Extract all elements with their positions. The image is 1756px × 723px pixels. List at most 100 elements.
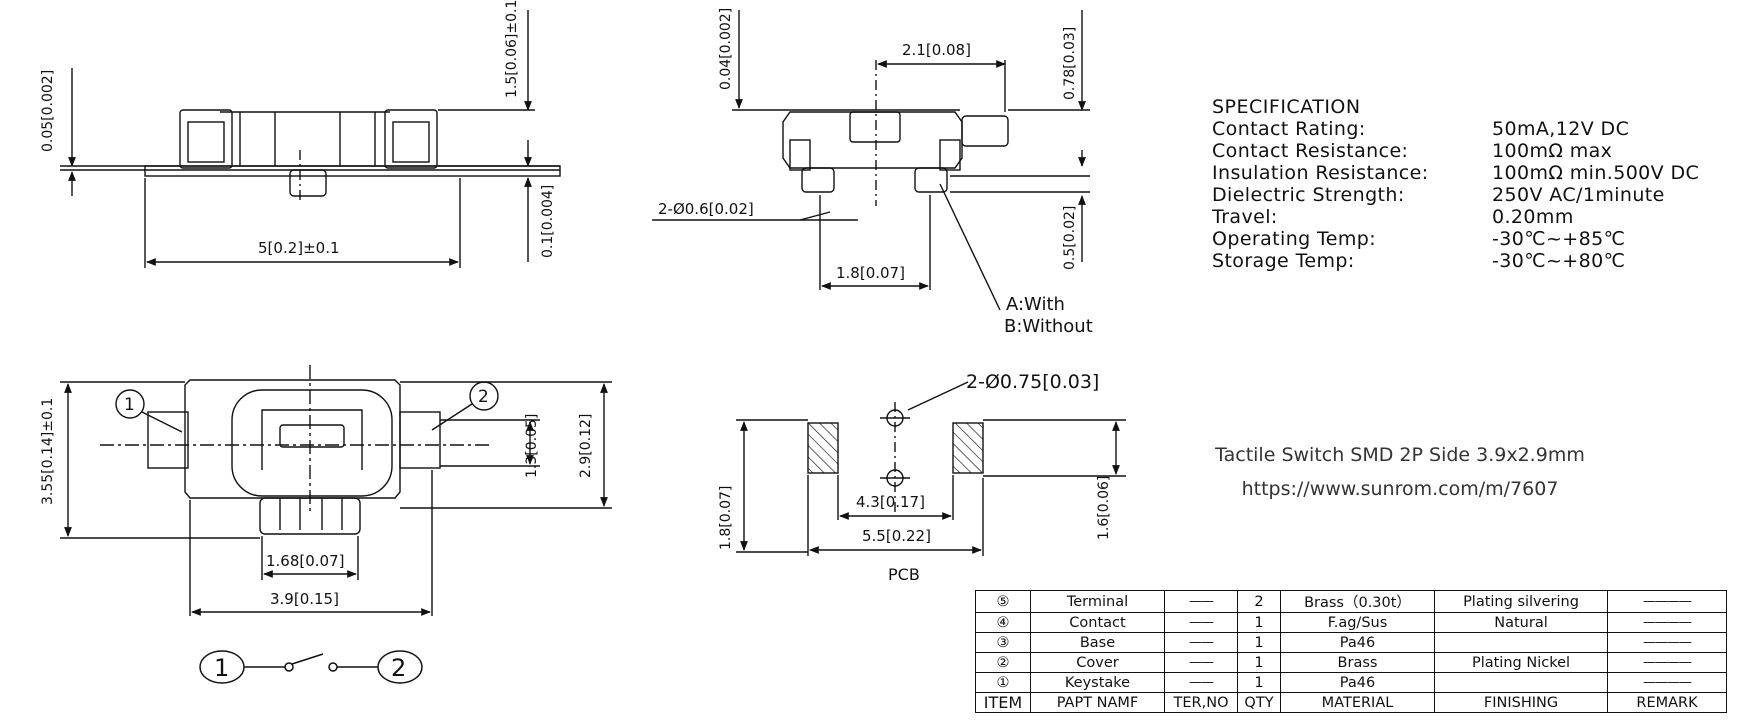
dim-top-h3: 2.9[0.12] [578,414,594,478]
bom-finishing: Natural [1434,612,1608,633]
bom-header-finishing: FINISHING [1434,692,1608,713]
spec-value: 100mΩ max [1492,140,1613,162]
dim-side-h1: 0.05[0.002] [40,70,56,152]
bom-ter: —— [1164,632,1238,653]
bom-remark: ———— [1607,652,1727,673]
bom-part: Base [1030,632,1165,653]
switch-pin-1: 1 [214,654,229,682]
bom-finishing [1434,672,1608,693]
bom-header-qty: QTY [1237,692,1281,713]
bom-ter: —— [1164,672,1238,693]
spec-row: Dielectric Strength: 250V AC/1minute [1212,184,1699,206]
spec-title: SPECIFICATION [1212,96,1361,118]
bom-ter: —— [1164,652,1238,673]
table-row: ⑤ Terminal —— 2 Brass（0.30t） Plating sil… [975,590,1727,613]
spec-label: Operating Temp: [1212,228,1377,250]
dim-side-h3: 0.1[0.004] [540,185,556,258]
bom-item: ③ [975,632,1031,653]
switch-symbol [199,650,423,684]
dim-top-w2: 3.9[0.15] [270,590,339,608]
bom-finishing [1434,632,1608,653]
bom-remark: ———— [1607,612,1727,633]
bom-header-material: MATERIAL [1280,692,1435,713]
marker-1: 1 [124,395,135,415]
table-row: ① Keystake —— 1 Pa46 ———— [975,672,1727,693]
bom-finishing: Plating Nickel [1434,652,1608,673]
dim-side-w: 5[0.2]±0.1 [258,239,340,257]
spec-label: Travel: [1212,206,1278,228]
spec-value: -30℃~+85℃ [1492,228,1626,250]
bom-qty: 1 [1237,612,1281,633]
bom-part: Keystake [1030,672,1165,693]
bom-header-ter: TER,NO [1164,692,1238,713]
product-url[interactable]: https://www.sunrom.com/m/7607 [1241,478,1559,500]
bom-table: ⑤ Terminal —— 2 Brass（0.30t） Plating sil… [975,590,1727,713]
bom-item: ④ [975,612,1031,633]
dim-pcb-h2: 1.6[0.06] [1096,476,1112,540]
spec-row: Contact Rating: 50mA,12V DC [1212,118,1699,140]
bom-material: Pa46 [1280,672,1435,693]
bom-header-remark: REMARK [1607,692,1727,713]
bom-item: ⑤ [975,590,1031,613]
bom-remark: ———— [1607,590,1727,613]
spec-value: 250V AC/1minute [1492,184,1665,206]
spec-label: Contact Resistance: [1212,140,1409,162]
bom-qty: 2 [1237,590,1281,613]
dim-front-h3: 0.5[0.02] [1062,206,1078,270]
spec-value: -30℃~+80℃ [1492,250,1626,272]
spec-label: Contact Rating: [1212,118,1366,140]
spec-row: Insulation Resistance: 100mΩ min.500V DC [1212,162,1699,184]
dim-top-h1: 3.55[0.14]±0.1 [40,398,56,505]
bom-part: Terminal [1030,590,1165,613]
spec-row: Storage Temp: -30℃~+80℃ [1212,250,1699,272]
dim-front-w1: 2.1[0.08] [902,41,971,59]
table-row: ③ Base —— 1 Pa46 ———— [975,632,1727,653]
bom-part: Contact [1030,612,1165,633]
bom-qty: 1 [1237,652,1281,673]
spec-value: 0.20mm [1492,206,1574,228]
bom-part: Cover [1030,652,1165,673]
dim-top-h2: 1.3[0.05] [524,414,540,478]
dim-front-w2: 1.8[0.07] [836,264,905,282]
dim-pcb-hole: 2-Ø0.75[0.03] [966,371,1099,393]
spec-label: Insulation Resistance: [1212,162,1429,184]
bom-qty: 1 [1237,632,1281,653]
marker-2: 2 [478,387,489,407]
table-row: ④ Contact —— 1 F.ag/Sus Natural ———— [975,612,1727,633]
bom-ter: —— [1164,590,1238,613]
bom-material: Pa46 [1280,632,1435,653]
product-name: Tactile Switch SMD 2P Side 3.9x2.9mm [1215,444,1585,466]
dim-pcb-w1: 4.3[0.17] [856,493,925,511]
dim-front-pin: 2-Ø0.6[0.02] [658,200,754,218]
table-row: ② Cover —— 1 Brass Plating Nickel ———— [975,652,1727,673]
bom-item: ① [975,672,1031,693]
dim-pcb-h1: 1.8[0.07] [718,486,734,550]
note-b: B:Without [1004,316,1093,337]
pcb-layout [736,381,1126,556]
bom-material: F.ag/Sus [1280,612,1435,633]
dim-top-w1: 1.68[0.07] [266,552,345,570]
bom-material: Brass（0.30t） [1280,590,1435,613]
spec-row: Operating Temp: -30℃~+85℃ [1212,228,1699,250]
bom-qty: 1 [1237,672,1281,693]
dim-front-h2: 0.78[0.03] [1062,27,1078,100]
front-view [652,10,1090,311]
spec-row: Contact Resistance: 100mΩ max [1212,140,1699,162]
spec-value: 50mA,12V DC [1492,118,1630,140]
spec-label: Dielectric Strength: [1212,184,1405,206]
spec-row: Travel: 0.20mm [1212,206,1699,228]
spec-label: Storage Temp: [1212,250,1355,272]
specification-block: SPECIFICATION Contact Rating: 50mA,12V DC… [1212,96,1699,272]
bom-remark: ———— [1607,672,1727,693]
table-header-row: ITEM PAPT NAMF TER,NO QTY MATERIAL FINIS… [975,692,1727,713]
note-a: A:With [1006,294,1065,315]
pcb-label: PCB [888,565,920,584]
spec-value: 100mΩ min.500V DC [1492,162,1700,184]
bom-item: ② [975,652,1031,673]
bom-material: Brass [1280,652,1435,673]
bom-ter: —— [1164,612,1238,633]
switch-pin-2: 2 [391,654,406,682]
dim-front-h1: 0.04[0.002] [718,8,734,90]
bom-finishing: Plating silvering [1434,590,1608,613]
